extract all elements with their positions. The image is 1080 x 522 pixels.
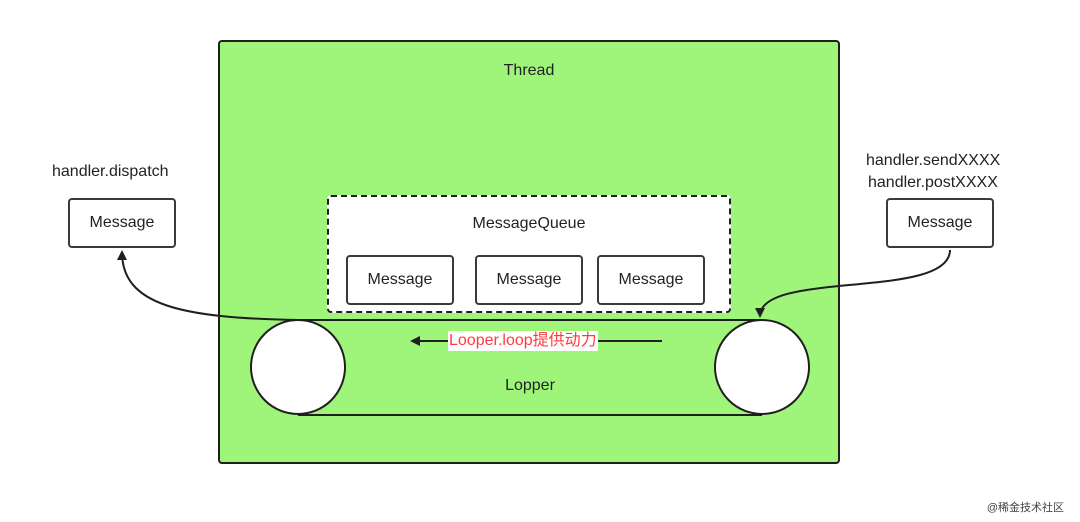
right-roller [714, 319, 810, 415]
message-queue-title: MessageQueue [472, 215, 586, 232]
queue-message-1: Message [346, 255, 454, 305]
incoming-message: Message [886, 198, 994, 248]
post-label: handler.postXXXX [868, 174, 998, 191]
left-roller [250, 319, 346, 415]
lopper-label: Lopper [505, 377, 555, 394]
watermark: @稀金技术社区 [986, 502, 1064, 514]
thread-title: Thread [503, 62, 555, 79]
dispatched-message: Message [68, 198, 176, 248]
queue-message-3: Message [597, 255, 705, 305]
dispatch-label: handler.dispatch [52, 163, 169, 180]
dispatch-arrow [117, 250, 299, 321]
looper-loop-label: Looper.loop提供动力 [448, 331, 598, 351]
send-label: handler.sendXXXX [866, 152, 1001, 169]
enqueue-arrow [755, 249, 951, 318]
queue-message-2: Message [475, 255, 583, 305]
